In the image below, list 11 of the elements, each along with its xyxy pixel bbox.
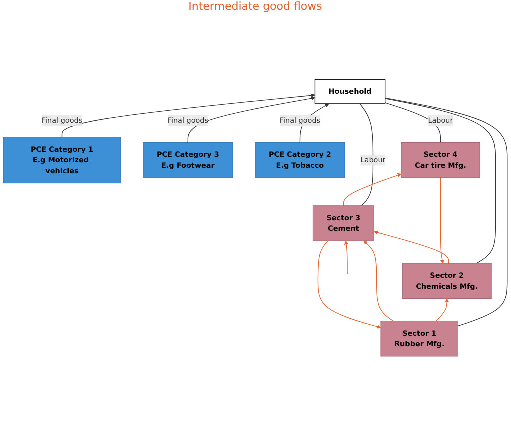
arrow	[343, 174, 402, 207]
arrow	[374, 231, 450, 264]
flow-note: Intermediate good flows	[188, 0, 322, 13]
arrow	[188, 97, 316, 144]
arrow	[62, 94, 316, 138]
arrow	[364, 241, 394, 322]
arrow	[344, 241, 348, 276]
connector	[360, 104, 374, 207]
arrow	[318, 241, 382, 330]
arrow	[440, 178, 444, 264]
arrow	[436, 299, 450, 322]
